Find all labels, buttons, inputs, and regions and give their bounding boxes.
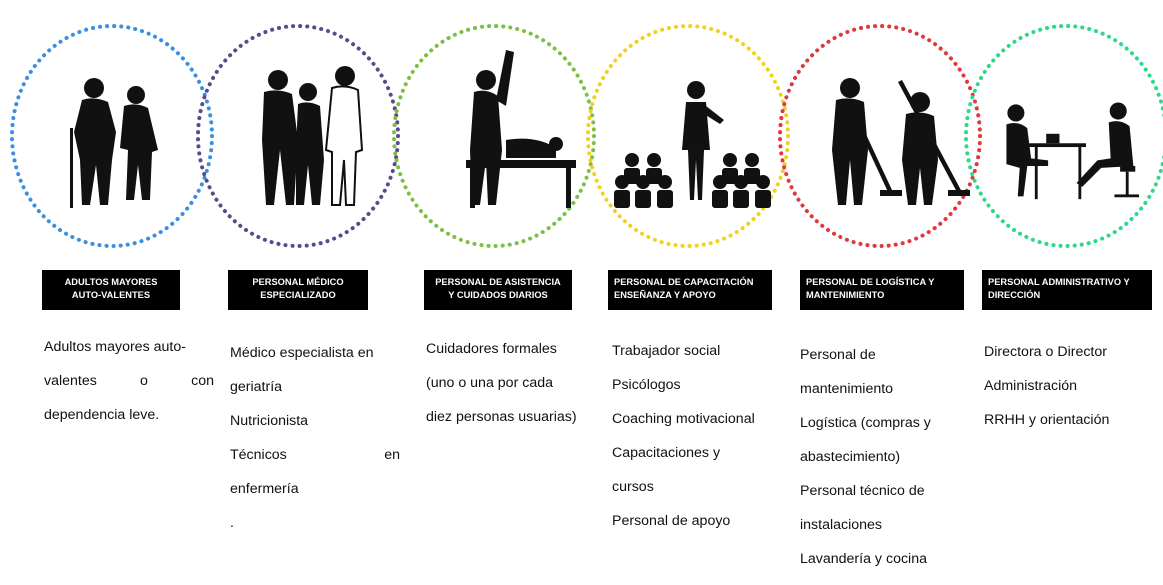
desc-word: con bbox=[191, 373, 214, 389]
desc-line: geriatría bbox=[230, 379, 283, 395]
label-line: MANTENIMIENTO bbox=[806, 290, 885, 300]
group-description: Médico especialista en geriatría Nutrici… bbox=[230, 328, 400, 549]
desc-line: Trabajador social bbox=[612, 343, 721, 359]
label-line: PERSONAL DE LOGÍSTICA Y bbox=[806, 277, 935, 287]
group-assistance: PERSONAL DE ASISTENCIA Y CUIDADOS DIARIO… bbox=[392, 0, 596, 457]
group-description: Cuidadores formales (uno o una por cada … bbox=[426, 324, 606, 443]
label-line: ENSEÑANZA Y APOYO bbox=[614, 290, 716, 300]
group-label: PERSONAL ADMINISTRATIVO Y DIRECCIÓN bbox=[982, 270, 1152, 310]
group-description: Directora o Director Administración RRHH… bbox=[984, 327, 1159, 446]
desc-word: valentes bbox=[44, 373, 97, 389]
label-line: PERSONAL ADMINISTRATIVO Y bbox=[988, 277, 1130, 287]
desc-line: Personal de bbox=[800, 347, 876, 363]
group-medical: PERSONAL MÉDICO ESPECIALIZADO Médico esp… bbox=[196, 0, 400, 531]
label-line: ESPECIALIZADO bbox=[260, 290, 336, 300]
group-label: ADULTOS MAYORES AUTO-VALENTES bbox=[42, 270, 180, 310]
desc-line: Logística (compras y bbox=[800, 415, 931, 431]
desc-line: mantenimiento bbox=[800, 381, 894, 397]
desc-word: Técnicos bbox=[230, 447, 287, 463]
desc-line: diez personas usuarias) bbox=[426, 409, 577, 425]
desc-line: RRHH y orientación bbox=[984, 412, 1110, 428]
desc-line: abastecimiento) bbox=[800, 449, 901, 465]
medical-staff-icon bbox=[262, 66, 364, 206]
group-elderly: ADULTOS MAYORES AUTO-VALENTES Adultos ma… bbox=[10, 0, 214, 457]
desc-line: dependencia leve. bbox=[44, 407, 160, 423]
dotted-ring bbox=[586, 24, 790, 248]
label-line: DIRECCIÓN bbox=[988, 290, 1041, 300]
desc-line: Capacitaciones y bbox=[612, 445, 721, 461]
group-description: Adultos mayores auto- valentes o con depen… bbox=[44, 322, 214, 441]
group-logistics: PERSONAL DE LOGÍSTICA Y MANTENIMIENTO Pe… bbox=[778, 0, 982, 567]
dotted-ring bbox=[392, 24, 596, 248]
group-label: PERSONAL DE ASISTENCIA Y CUIDADOS DIARIO… bbox=[424, 270, 572, 310]
desc-line: Cuidadores formales bbox=[426, 341, 557, 357]
desc-line: Nutricionista bbox=[230, 413, 309, 429]
label-line: PERSONAL DE CAPACITACIÓN bbox=[614, 277, 754, 287]
desc-word: o bbox=[140, 373, 148, 389]
dotted-ring bbox=[196, 24, 400, 248]
desc-line: Directora o Director bbox=[984, 344, 1107, 360]
desc-line: Médico especialista en bbox=[230, 345, 374, 361]
group-administration: PERSONAL ADMINISTRATIVO Y DIRECCIÓN Dire… bbox=[964, 0, 1163, 457]
label-line: Y CUIDADOS DIARIOS bbox=[448, 290, 548, 300]
desc-line: (uno o una por cada bbox=[426, 375, 553, 391]
desc-line: Adultos mayores auto- bbox=[44, 339, 186, 355]
maintenance-workers-icon bbox=[832, 78, 970, 205]
group-label: PERSONAL MÉDICO ESPECIALIZADO bbox=[228, 270, 368, 310]
dotted-ring bbox=[778, 24, 982, 248]
desc-line: Personal de apoyo bbox=[612, 513, 731, 529]
desc-line: instalaciones bbox=[800, 517, 883, 533]
desc-line: Personal técnico de bbox=[800, 483, 925, 499]
group-training: PERSONAL DE CAPACITACIÓN ENSEÑANZA Y APO… bbox=[586, 0, 790, 529]
label-line: PERSONAL MÉDICO bbox=[252, 277, 344, 287]
desc-line: valentes o con bbox=[44, 373, 214, 390]
desc-line: . bbox=[230, 515, 234, 531]
desc-line: Coaching motivacional bbox=[612, 411, 755, 427]
group-label: PERSONAL DE CAPACITACIÓN ENSEÑANZA Y APO… bbox=[608, 270, 772, 310]
desc-line: Lavandería y cocina bbox=[800, 551, 927, 567]
office-staff-icon bbox=[1006, 102, 1140, 200]
desc-line: Administración bbox=[984, 378, 1078, 394]
label-line: AUTO-VALENTES bbox=[71, 290, 151, 300]
elderly-couple-icon bbox=[70, 78, 158, 208]
desc-line: enfermería bbox=[230, 481, 299, 497]
training-group-icon bbox=[614, 81, 771, 208]
caregiver-icon bbox=[466, 50, 576, 208]
desc-line: cursos bbox=[612, 479, 654, 495]
group-description: Trabajador social Psicólogos Coaching mo… bbox=[612, 326, 792, 547]
desc-line: Psicólogos bbox=[612, 377, 681, 393]
group-description: Personal de mantenimiento Logística (com… bbox=[800, 330, 980, 585]
group-label: PERSONAL DE LOGÍSTICA Y MANTENIMIENTO bbox=[800, 270, 964, 310]
dotted-ring bbox=[964, 24, 1163, 248]
dotted-ring bbox=[10, 24, 214, 248]
label-line: PERSONAL DE ASISTENCIA bbox=[435, 277, 561, 287]
label-line: ADULTOS MAYORES bbox=[64, 277, 158, 287]
